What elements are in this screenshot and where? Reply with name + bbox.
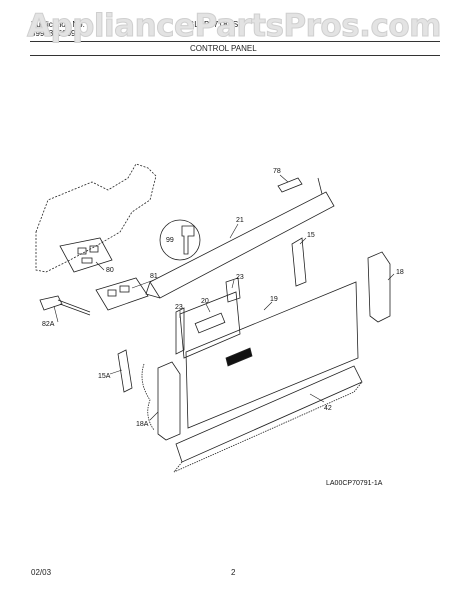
part-21-trim [149, 191, 335, 299]
part-99-detail-circle [159, 219, 201, 261]
publication-label: Publication No. [31, 20, 85, 29]
callout-82A: 82A [42, 321, 55, 328]
header-rule-bottom [30, 55, 440, 56]
callout-15A: 15A [98, 373, 111, 380]
footer-date: 02/03 [31, 568, 52, 577]
publication-number: 5995386009 [31, 29, 76, 38]
figure-code: LA00CP70791-1A [326, 480, 383, 487]
part-23-bracket-left [175, 307, 185, 355]
callout-23-right: 23 [236, 274, 244, 281]
header-rule-top [30, 41, 440, 42]
callout-42: 42 [324, 405, 332, 412]
part-19-glass-panel [185, 281, 359, 429]
part-18A-roll [157, 361, 181, 441]
insulation-sheet [35, 163, 157, 273]
model-number: GLEB27T8ASC [188, 20, 245, 29]
part-42-lower-trim [175, 365, 363, 463]
watermark-logo: AppliancePartsPros.com [27, 8, 442, 45]
callout-18: 18 [396, 269, 404, 276]
callout-19: 19 [270, 296, 278, 303]
callout-99: 99 [166, 237, 174, 244]
callout-81: 81 [150, 273, 158, 280]
callout-18A: 18A [136, 421, 149, 428]
footer-page-number: 2 [231, 568, 236, 577]
callout-21: 21 [236, 217, 244, 224]
part-23-bracket-right [225, 277, 241, 303]
part-20-display-board [179, 291, 241, 359]
callout-15: 15 [307, 232, 315, 239]
part-18-endcap [367, 251, 391, 323]
callout-80: 80 [106, 267, 114, 274]
section-title: CONTROL PANEL [190, 44, 257, 53]
part-15-bracket [291, 237, 307, 287]
callout-78: 78 [273, 168, 281, 175]
part-81-board [95, 277, 149, 311]
part-80-board [59, 237, 113, 273]
part-78-clip [277, 177, 303, 193]
part-82A-screw [39, 295, 63, 311]
part-15A-bracket [117, 349, 133, 393]
callout-23-left: 23 [175, 304, 183, 311]
callout-20: 20 [201, 298, 209, 305]
